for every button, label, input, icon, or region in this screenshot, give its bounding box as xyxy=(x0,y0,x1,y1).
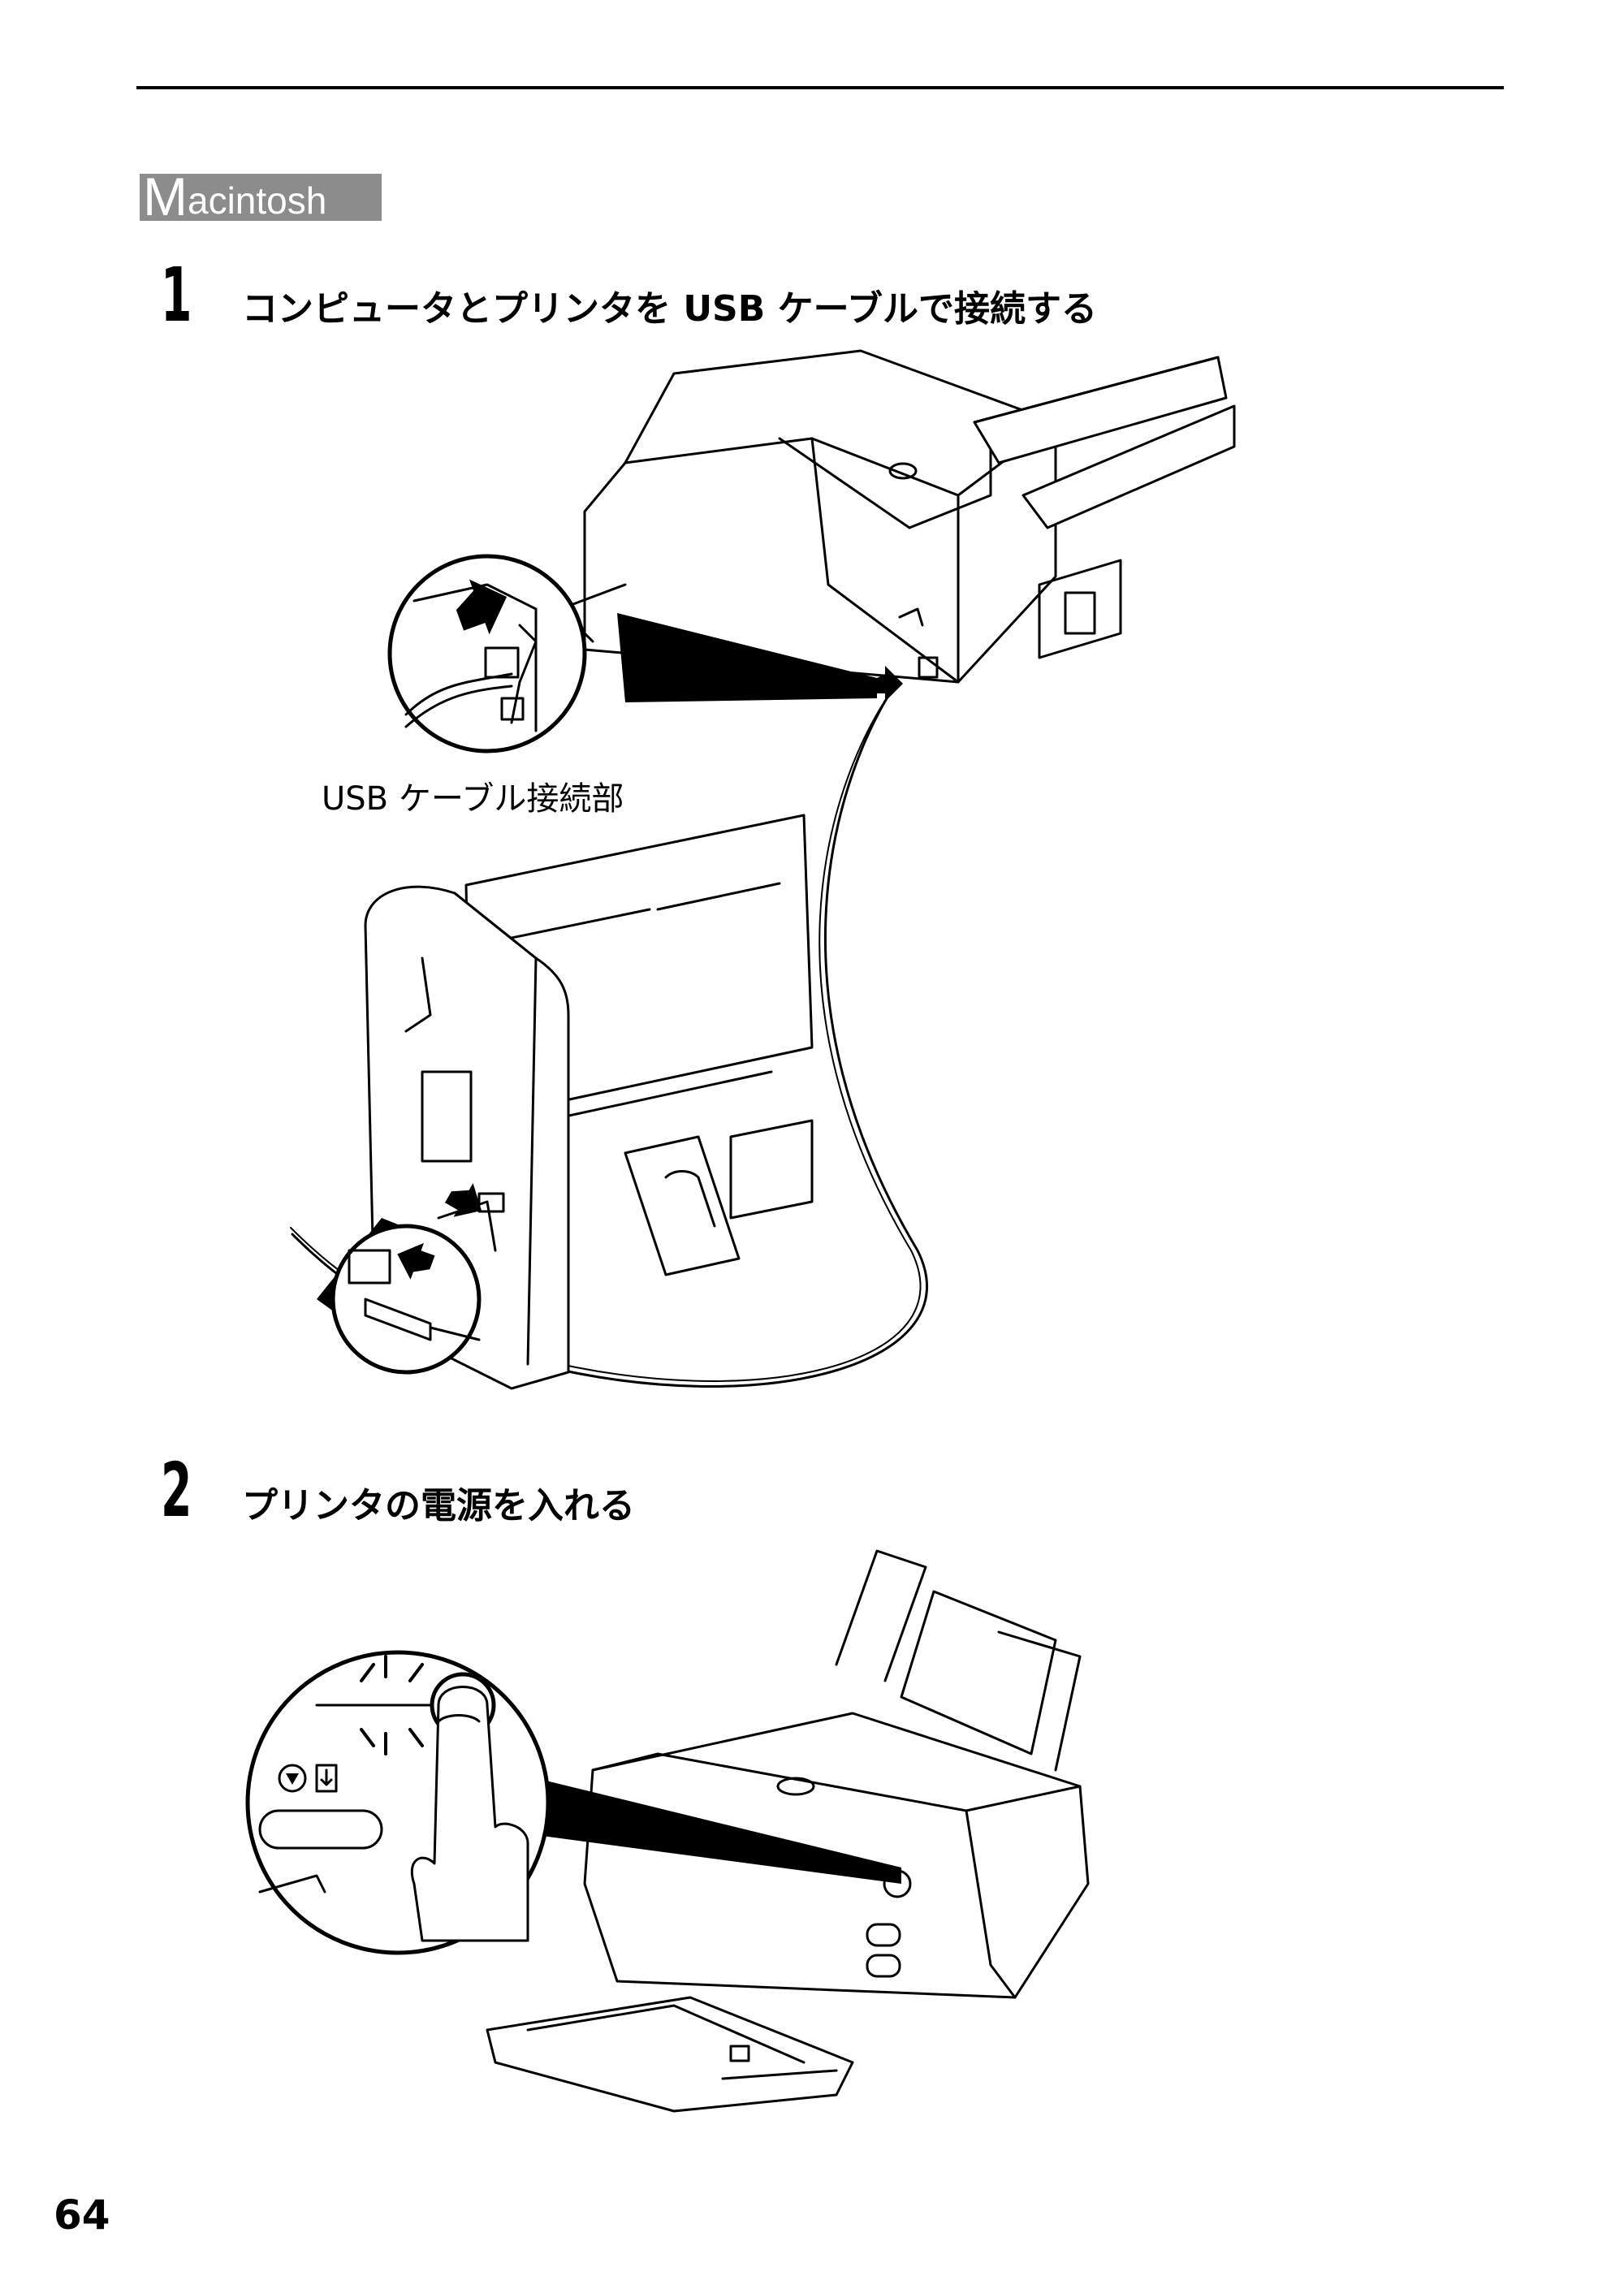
page-number: 64 xyxy=(54,2192,110,2239)
header-rule xyxy=(136,86,1504,89)
figure-usb-connection xyxy=(244,341,1267,1429)
printer-front-illustration xyxy=(487,1551,1088,2111)
printer-rear-illustration xyxy=(560,351,1234,682)
figure-power-on xyxy=(235,1543,1129,2127)
usb-connector-callout: USB ケーブル接続部 xyxy=(322,780,624,818)
arrow-icon xyxy=(456,579,508,635)
arrow-icon xyxy=(444,1183,482,1217)
step-1-number: 1 xyxy=(161,252,192,339)
arrow-icon xyxy=(397,1242,435,1280)
arrow-icon xyxy=(869,666,903,702)
power-button-zoom-circle xyxy=(248,1652,901,1953)
step-2-number: 2 xyxy=(161,1447,192,1534)
step-1-title: コンピュータとプリンタを USB ケーブルで接続する xyxy=(242,288,1097,330)
computer-port-zoom-circle xyxy=(317,1218,479,1372)
finger-illustration xyxy=(412,1687,528,1941)
stop-reset-icon xyxy=(279,1765,305,1791)
usb-port-zoom-circle xyxy=(390,556,877,751)
step-2-title: プリンタの電源を入れる xyxy=(242,1485,635,1527)
paper-feed-icon xyxy=(317,1765,336,1791)
